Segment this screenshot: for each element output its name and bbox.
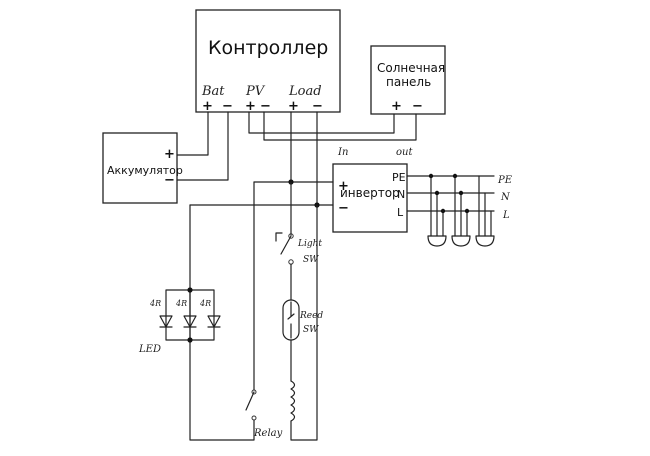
controller-bat-label: Bat <box>201 84 225 99</box>
outlet-3-socket-icon <box>475 235 495 247</box>
output-l-label: L <box>502 210 510 221</box>
inverter-title: инвертор <box>340 186 400 200</box>
outlet-2-n-junction <box>458 190 464 196</box>
controller-pv-label: PV <box>245 84 266 99</box>
inverter-plus: + <box>338 179 349 194</box>
relay-coil <box>290 380 296 422</box>
outlet-2-pe-junction <box>452 173 458 179</box>
output-pe-label: PE <box>497 175 513 186</box>
outlet-1-l-junction <box>440 208 446 214</box>
relay-label: Relay <box>253 428 283 439</box>
outlet-2 <box>451 173 471 247</box>
inverter-box <box>332 163 408 233</box>
controller-title: Контроллер <box>208 37 328 59</box>
outlet-1-socket-icon <box>427 235 447 247</box>
controller-bat-plus: + <box>202 99 213 114</box>
light-switch-lever <box>280 235 292 255</box>
led-3-label: 4R <box>199 299 211 308</box>
inverter-l-terminal: L <box>397 206 404 219</box>
light-switch-label-2: SW <box>303 255 319 265</box>
solar-panel-box <box>370 45 446 115</box>
junction-led-top <box>187 287 193 293</box>
reed-switch-label-2: SW <box>303 325 319 335</box>
solar-panel-minus: − <box>412 99 423 114</box>
inverter-minus: − <box>338 201 349 216</box>
controller-bat-minus: − <box>222 99 233 114</box>
inverter-in-label: In <box>337 147 348 158</box>
battery-plus: + <box>164 147 175 162</box>
solar-panel-title-line1: Солнечная <box>377 61 445 75</box>
inverter-pe-terminal: PE <box>392 171 406 184</box>
outlet-3 <box>475 175 495 247</box>
led-1 <box>159 315 173 328</box>
wire-relay-to-leds <box>189 204 255 441</box>
reed-switch-contacts <box>287 301 295 339</box>
light-switch-arm <box>275 232 283 242</box>
wire-pv-plus <box>248 111 395 134</box>
wire-battery-plus <box>176 111 209 156</box>
wire-relay-coil-return <box>290 204 318 441</box>
led-title: LED <box>138 344 161 355</box>
outlet-2-l-junction <box>464 208 470 214</box>
light-switch-contact-top <box>288 233 294 239</box>
output-n-label: N <box>500 192 511 203</box>
light-switch-label-1: Light <box>297 239 322 249</box>
led-3 <box>207 315 221 328</box>
controller-load-plus: + <box>288 99 299 114</box>
inverter-out-label: out <box>396 147 413 158</box>
solar-panel-plus: + <box>391 99 402 114</box>
led-1-label: 4R <box>149 299 161 308</box>
wire-battery-minus <box>176 111 229 181</box>
inverter-n-terminal: N <box>397 188 405 201</box>
controller-box <box>195 9 341 113</box>
relay-contact-top <box>251 389 257 395</box>
reed-switch-label-1: Reed <box>299 311 323 321</box>
led-2 <box>183 315 197 328</box>
relay-contact-lever <box>245 391 255 411</box>
battery-title: Аккумулятор <box>107 164 183 177</box>
solar-panel-title-line2: панель <box>386 75 431 89</box>
wire-pv-minus <box>263 111 417 141</box>
battery-minus: − <box>164 173 175 188</box>
outlet-1 <box>427 173 447 247</box>
battery-box <box>102 132 178 204</box>
controller-pv-minus: − <box>260 99 271 114</box>
junction-led-bottom <box>187 337 193 343</box>
controller-pv-plus: + <box>245 99 256 114</box>
outlet-2-socket-icon <box>451 235 471 247</box>
outlet-1-n-junction <box>434 190 440 196</box>
led-2-label: 4R <box>175 299 187 308</box>
controller-load-minus: − <box>312 99 323 114</box>
outlet-1-pe-junction <box>428 173 434 179</box>
controller-load-label: Load <box>288 84 322 99</box>
